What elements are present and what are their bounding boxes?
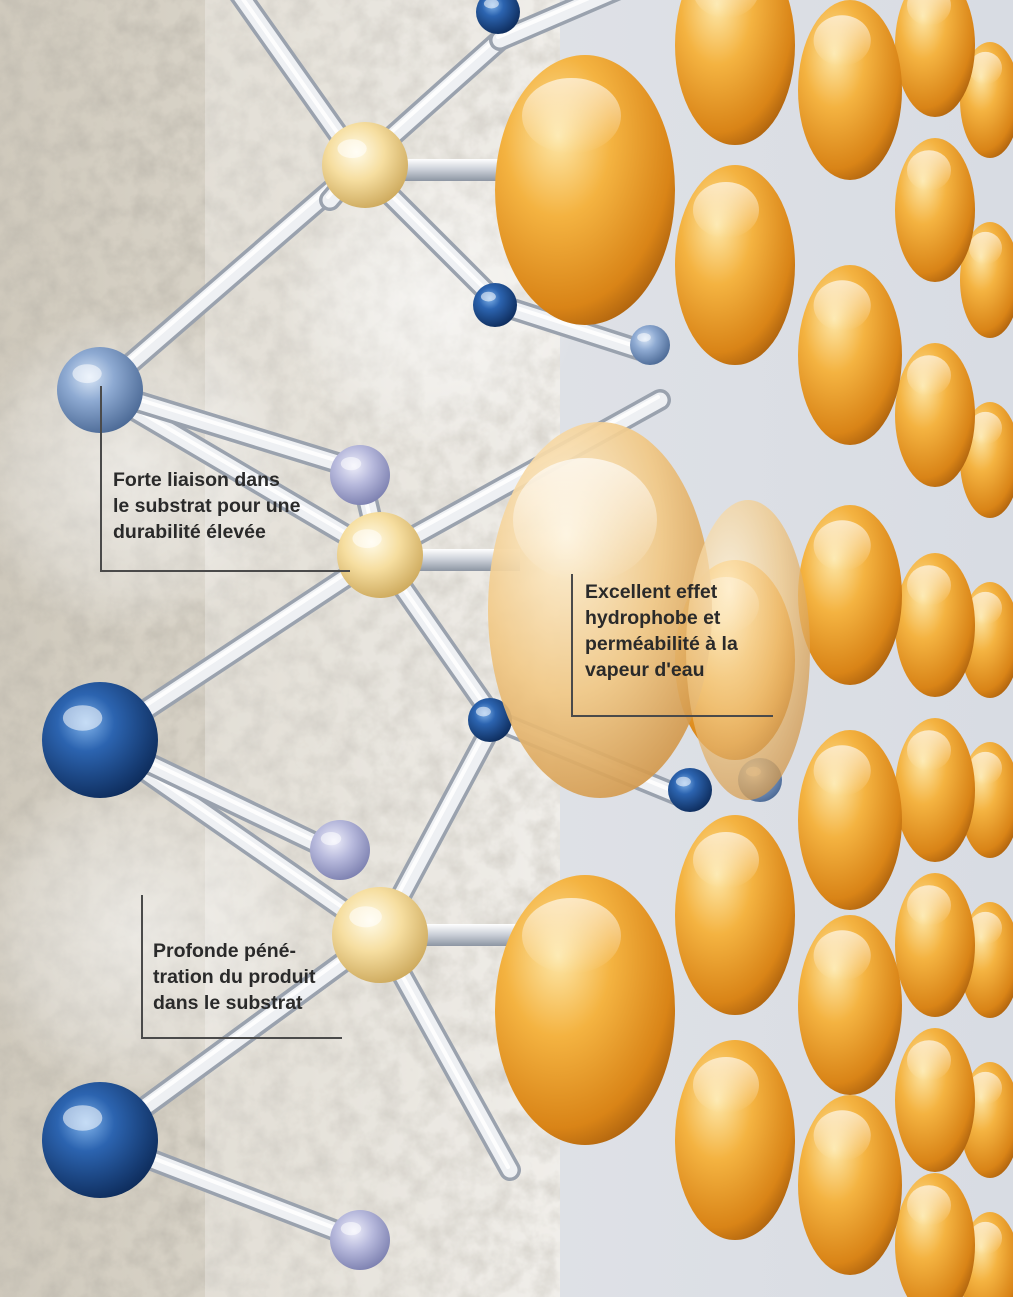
droplet-highlight xyxy=(693,1057,759,1113)
droplet-highlight xyxy=(522,898,621,974)
droplet-highlight xyxy=(907,150,951,190)
atom-highlight xyxy=(63,705,102,731)
callout-water-repellent: Excellent effet hydrophobe et perméabili… xyxy=(585,579,738,683)
droplet-highlight xyxy=(907,1185,951,1225)
callout-water-repellent-line: vapeur d'eau xyxy=(585,657,738,683)
callout-line-vertical xyxy=(141,895,143,1039)
atom-blue-dark xyxy=(42,1082,158,1198)
callout-water-repellent-line: perméabilité à la xyxy=(585,631,738,657)
atom-highlight xyxy=(337,139,366,158)
water-repellent-droplets xyxy=(488,0,1013,1297)
callout-water-repellent-line: Excellent effet xyxy=(585,579,738,605)
atom-highlight xyxy=(341,457,361,470)
atom-lilac xyxy=(310,820,370,880)
atom-highlight xyxy=(341,1222,361,1235)
droplet-highlight xyxy=(814,930,871,980)
droplet-highlight xyxy=(907,355,951,395)
atom-highlight xyxy=(637,333,651,342)
droplet-highlight xyxy=(907,885,951,925)
atom-blue-dark xyxy=(42,682,158,798)
callout-strong-bond: Forte liaison dans le substrat pour une … xyxy=(113,467,300,545)
atom-lilac xyxy=(330,1210,390,1270)
droplet-highlight xyxy=(513,458,657,582)
droplet-highlight xyxy=(814,15,871,65)
callout-deep-penetration-line: tration du produit xyxy=(153,964,315,990)
droplet-highlight xyxy=(907,1040,951,1080)
droplet-highlight xyxy=(693,832,759,888)
callout-deep-penetration-line: Profonde péné- xyxy=(153,938,315,964)
droplet-highlight xyxy=(814,745,871,795)
atom-highlight xyxy=(63,1105,102,1131)
callout-deep-penetration-line: dans le substrat xyxy=(153,990,315,1016)
droplet-highlight xyxy=(969,232,1002,264)
droplet-highlight xyxy=(814,1110,871,1160)
atom-yellow xyxy=(322,122,408,208)
callout-line-horizontal xyxy=(141,1037,342,1039)
callout-strong-bond-line: le substrat pour une xyxy=(113,493,300,519)
atom-yellow xyxy=(337,512,423,598)
atom-blue-dark xyxy=(668,768,712,812)
callout-line-vertical xyxy=(571,574,573,717)
droplet-highlight xyxy=(522,78,621,154)
atom-highlight xyxy=(352,529,381,548)
callout-water-repellent-line: hydrophobe et xyxy=(585,605,738,631)
atom-yellow xyxy=(332,887,428,983)
callout-line-horizontal xyxy=(571,715,773,717)
callout-strong-bond-line: Forte liaison dans xyxy=(113,467,300,493)
atom-highlight xyxy=(349,906,382,927)
atom-highlight xyxy=(476,707,491,717)
droplet-highlight xyxy=(814,520,871,570)
droplet-highlight xyxy=(907,565,951,605)
atom-lilac xyxy=(330,445,390,505)
atom-highlight xyxy=(72,364,101,383)
callout-strong-bond-line: durabilité élevée xyxy=(113,519,300,545)
atom-highlight xyxy=(481,292,496,302)
atom-blue-light xyxy=(630,325,670,365)
callout-deep-penetration: Profonde péné- tration du produit dans l… xyxy=(153,938,315,1016)
callout-line-horizontal xyxy=(100,570,350,572)
atom-highlight xyxy=(321,832,341,845)
atom-blue-dark xyxy=(473,283,517,327)
droplet-highlight xyxy=(814,280,871,330)
droplet-highlight xyxy=(693,182,759,238)
droplet-highlight xyxy=(907,730,951,770)
callout-line-vertical xyxy=(100,386,102,572)
atom-highlight xyxy=(676,777,691,787)
